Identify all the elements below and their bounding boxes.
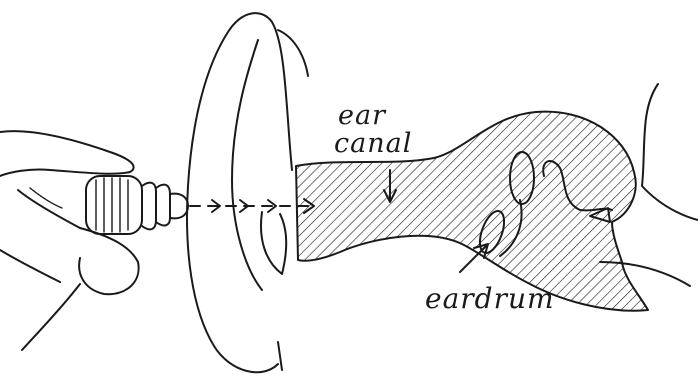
earplug	[86, 176, 188, 234]
finger-crease	[30, 188, 62, 208]
earplug-flange-2	[156, 185, 170, 226]
earplug-flange-1	[142, 183, 156, 230]
helix-top	[278, 30, 308, 76]
earplug-body	[86, 176, 142, 234]
pinna-outline	[187, 13, 292, 372]
ear-label: ear	[338, 100, 386, 131]
lobe-detail	[278, 342, 282, 370]
finger-lower	[22, 284, 80, 350]
index-finger	[0, 131, 134, 176]
canal-label: canal	[334, 128, 412, 159]
insertion-arrow	[190, 199, 314, 213]
eardrum-label: eardrum	[425, 282, 555, 315]
hand	[0, 131, 139, 350]
earplug-tip	[170, 194, 188, 219]
eardrum-pointer	[460, 244, 488, 272]
antitragus	[261, 212, 286, 274]
palm-edge	[0, 250, 60, 282]
pinna-inner-fold	[232, 40, 262, 290]
outer-ear	[187, 13, 308, 372]
head-outline	[642, 84, 698, 220]
